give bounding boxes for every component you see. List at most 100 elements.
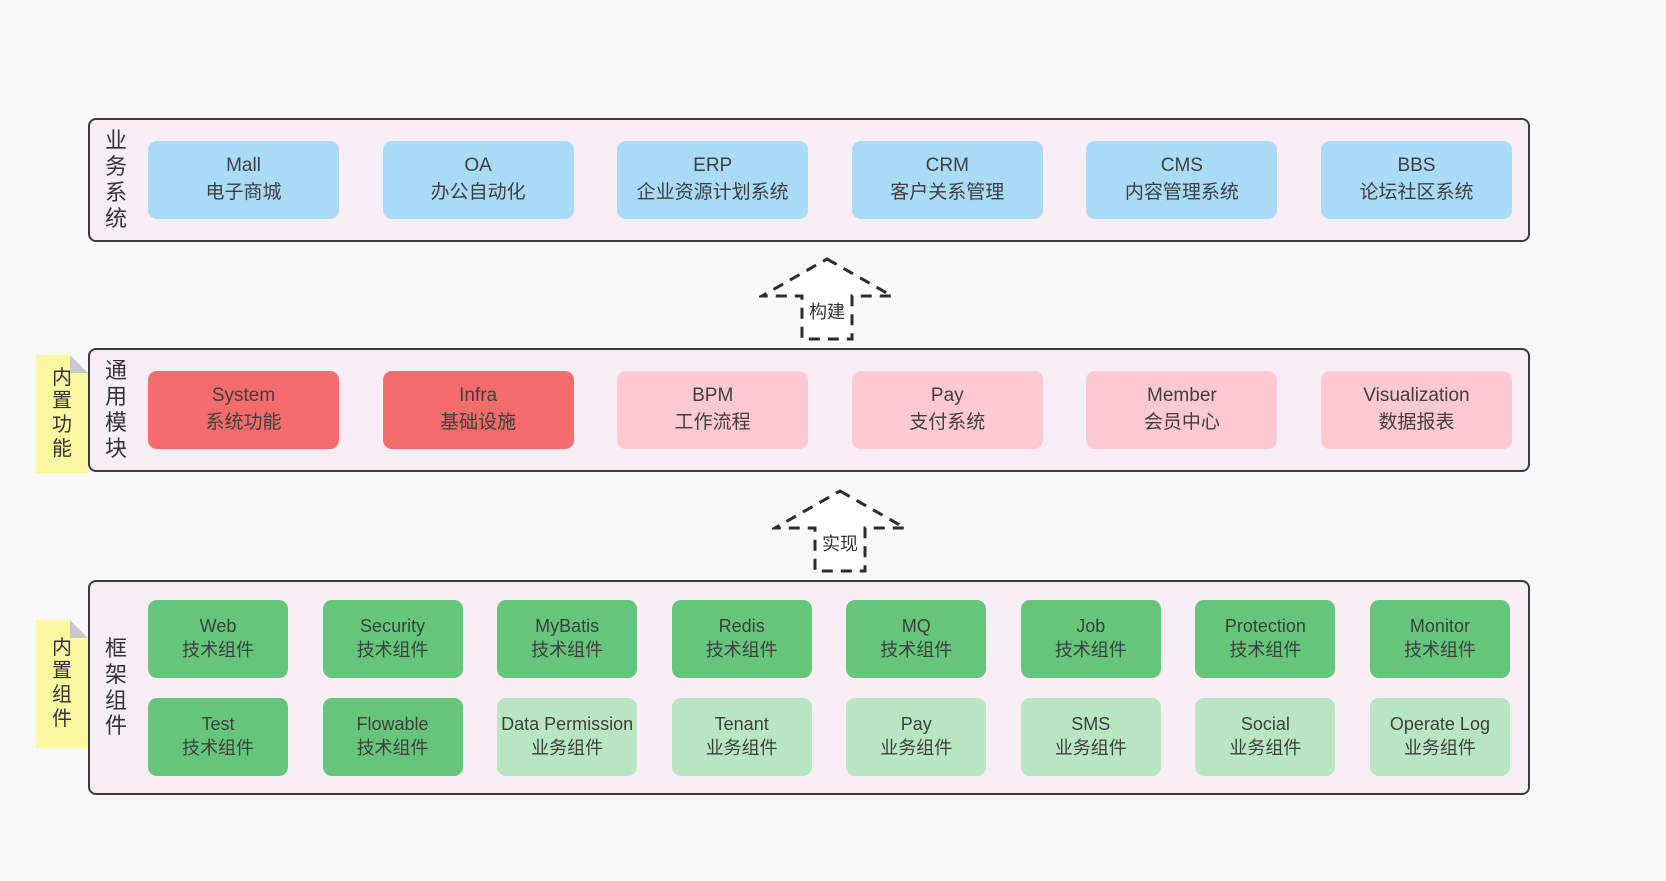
section-framework-components: 框架组件 Web 技术组件 Security 技术组件 MyBatis 技术组件… [88, 580, 1530, 795]
box-crm: CRM 客户关系管理 [851, 141, 1043, 219]
box-pay-component-title: Pay [900, 714, 932, 735]
box-flowable-subtitle: 技术组件 [356, 737, 429, 758]
tag-builtin-components-text: 内置组件 [52, 636, 72, 730]
box-operate-log-subtitle: 业务组件 [1403, 737, 1476, 758]
box-crm-title: CRM [925, 155, 969, 177]
build-arrow: 构建 [759, 256, 895, 342]
box-bpm-title: BPM [692, 385, 734, 407]
box-tenant-subtitle: 业务组件 [705, 737, 778, 758]
box-test-title: Test [201, 714, 235, 735]
section-modules-content: System 系统功能 Infra 基础设施 BPM 工作流程 Pay 支付系统… [142, 350, 1528, 470]
build-arrow-label: 构建 [809, 302, 845, 322]
box-erp-title: ERP [693, 155, 733, 177]
box-visualization: Visualization 数据报表 [1320, 371, 1512, 449]
section-common-modules: 通用模块 System 系统功能 Infra 基础设施 BPM 工作流程 Pay… [88, 348, 1530, 472]
section-framework-label: 框架组件 [90, 582, 142, 793]
box-mybatis-title: MyBatis [535, 616, 600, 637]
box-mq-subtitle: 技术组件 [880, 639, 953, 660]
box-mall: Mall 电子商城 [148, 141, 339, 219]
box-bpm-subtitle: 工作流程 [674, 412, 751, 433]
box-protection: Protection 技术组件 [1195, 599, 1336, 678]
box-pay-module: Pay 支付系统 [851, 371, 1043, 449]
tag-builtin-components: 内置组件 [36, 620, 88, 748]
box-job-title: Job [1076, 616, 1106, 637]
box-flowable-title: Flowable [356, 714, 429, 735]
box-erp: ERP 企业资源计划系统 [617, 141, 809, 219]
box-oa: OA 办公自动化 [382, 141, 574, 219]
tag-builtin-features-text: 内置功能 [52, 366, 72, 460]
box-erp-subtitle: 企业资源计划系统 [636, 182, 789, 203]
box-mq-title: MQ [901, 616, 931, 637]
box-redis-title: Redis [718, 616, 765, 637]
box-job: Job 技术组件 [1020, 599, 1161, 678]
implement-arrow-label: 实现 [822, 534, 858, 554]
folded-corner-icon [70, 355, 88, 373]
box-tenant-title: Tenant [714, 714, 769, 735]
box-protection-subtitle: 技术组件 [1229, 639, 1302, 660]
framework-row-1: Web 技术组件 Security 技术组件 MyBatis 技术组件 Redi… [148, 599, 1510, 678]
box-monitor-title: Monitor [1409, 616, 1470, 637]
box-mall-title: Mall [226, 155, 261, 177]
box-member-subtitle: 会员中心 [1143, 412, 1220, 433]
box-flowable: Flowable 技术组件 [322, 697, 463, 776]
box-mybatis-subtitle: 技术组件 [531, 639, 604, 660]
box-protection-title: Protection [1224, 616, 1306, 637]
section-business-systems: 业务系统 Mall 电子商城 OA 办公自动化 ERP 企业资源计划系统 CRM… [88, 118, 1530, 242]
box-mybatis: MyBatis 技术组件 [497, 599, 638, 678]
framework-row-2: Test 技术组件 Flowable 技术组件 Data Permission … [148, 697, 1510, 776]
section-business-label-text: 业务系统 [104, 128, 127, 231]
box-redis-subtitle: 技术组件 [705, 639, 778, 660]
box-sms: SMS 业务组件 [1020, 697, 1161, 776]
box-bpm: BPM 工作流程 [617, 371, 809, 449]
box-mq: MQ 技术组件 [846, 599, 987, 678]
box-crm-subtitle: 客户关系管理 [890, 182, 1005, 203]
box-mall-subtitle: 电子商城 [205, 182, 282, 203]
box-data-permission-title: Data Permission [501, 714, 634, 735]
box-system: System 系统功能 [148, 371, 339, 449]
box-infra: Infra 基础设施 [382, 371, 574, 449]
section-modules-label-text: 通用模块 [104, 358, 127, 461]
box-system-subtitle: 系统功能 [205, 412, 282, 433]
tag-builtin-features: 内置功能 [36, 355, 88, 473]
box-operate-log-title: Operate Log [1389, 714, 1490, 735]
box-visualization-title: Visualization [1363, 385, 1470, 407]
box-data-permission-subtitle: 业务组件 [531, 737, 604, 758]
section-business-label: 业务系统 [90, 120, 142, 240]
box-pay-component-subtitle: 业务组件 [880, 737, 953, 758]
box-test-subtitle: 技术组件 [182, 737, 254, 758]
up-arrow-icon [759, 257, 895, 341]
box-cms-subtitle: 内容管理系统 [1124, 182, 1239, 203]
section-framework-label-text: 框架组件 [104, 635, 127, 739]
box-oa-title: OA [464, 155, 492, 177]
box-data-permission: Data Permission 业务组件 [497, 697, 638, 776]
folded-corner-icon [70, 620, 88, 638]
box-security: Security 技术组件 [322, 599, 463, 678]
box-cms-title: CMS [1160, 155, 1203, 177]
box-operate-log: Operate Log 业务组件 [1369, 697, 1510, 776]
box-web: Web 技术组件 [148, 599, 288, 678]
box-social: Social 业务组件 [1195, 697, 1336, 776]
box-test: Test 技术组件 [148, 697, 288, 776]
up-arrow-icon [772, 489, 908, 573]
box-pay-module-subtitle: 支付系统 [909, 412, 986, 433]
box-bbs-subtitle: 论坛社区系统 [1359, 182, 1474, 203]
implement-arrow: 实现 [772, 488, 908, 574]
box-infra-title: Infra [459, 385, 498, 407]
box-web-subtitle: 技术组件 [182, 639, 254, 660]
box-monitor-subtitle: 技术组件 [1403, 639, 1476, 660]
box-job-subtitle: 技术组件 [1054, 639, 1127, 660]
box-sms-title: SMS [1071, 714, 1111, 735]
box-sms-subtitle: 业务组件 [1054, 737, 1127, 758]
box-pay-module-title: Pay [930, 385, 964, 407]
box-member: Member 会员中心 [1086, 371, 1278, 449]
box-infra-subtitle: 基础设施 [440, 412, 517, 433]
box-bbs: BBS 论坛社区系统 [1320, 141, 1512, 219]
box-pay-component: Pay 业务组件 [846, 697, 987, 776]
box-security-title: Security [360, 616, 426, 637]
section-framework-content: Web 技术组件 Security 技术组件 MyBatis 技术组件 Redi… [142, 582, 1528, 793]
box-system-title: System [211, 385, 276, 407]
box-security-subtitle: 技术组件 [356, 639, 429, 660]
box-oa-subtitle: 办公自动化 [430, 182, 526, 203]
box-cms: CMS 内容管理系统 [1086, 141, 1278, 219]
box-visualization-subtitle: 数据报表 [1378, 412, 1455, 433]
